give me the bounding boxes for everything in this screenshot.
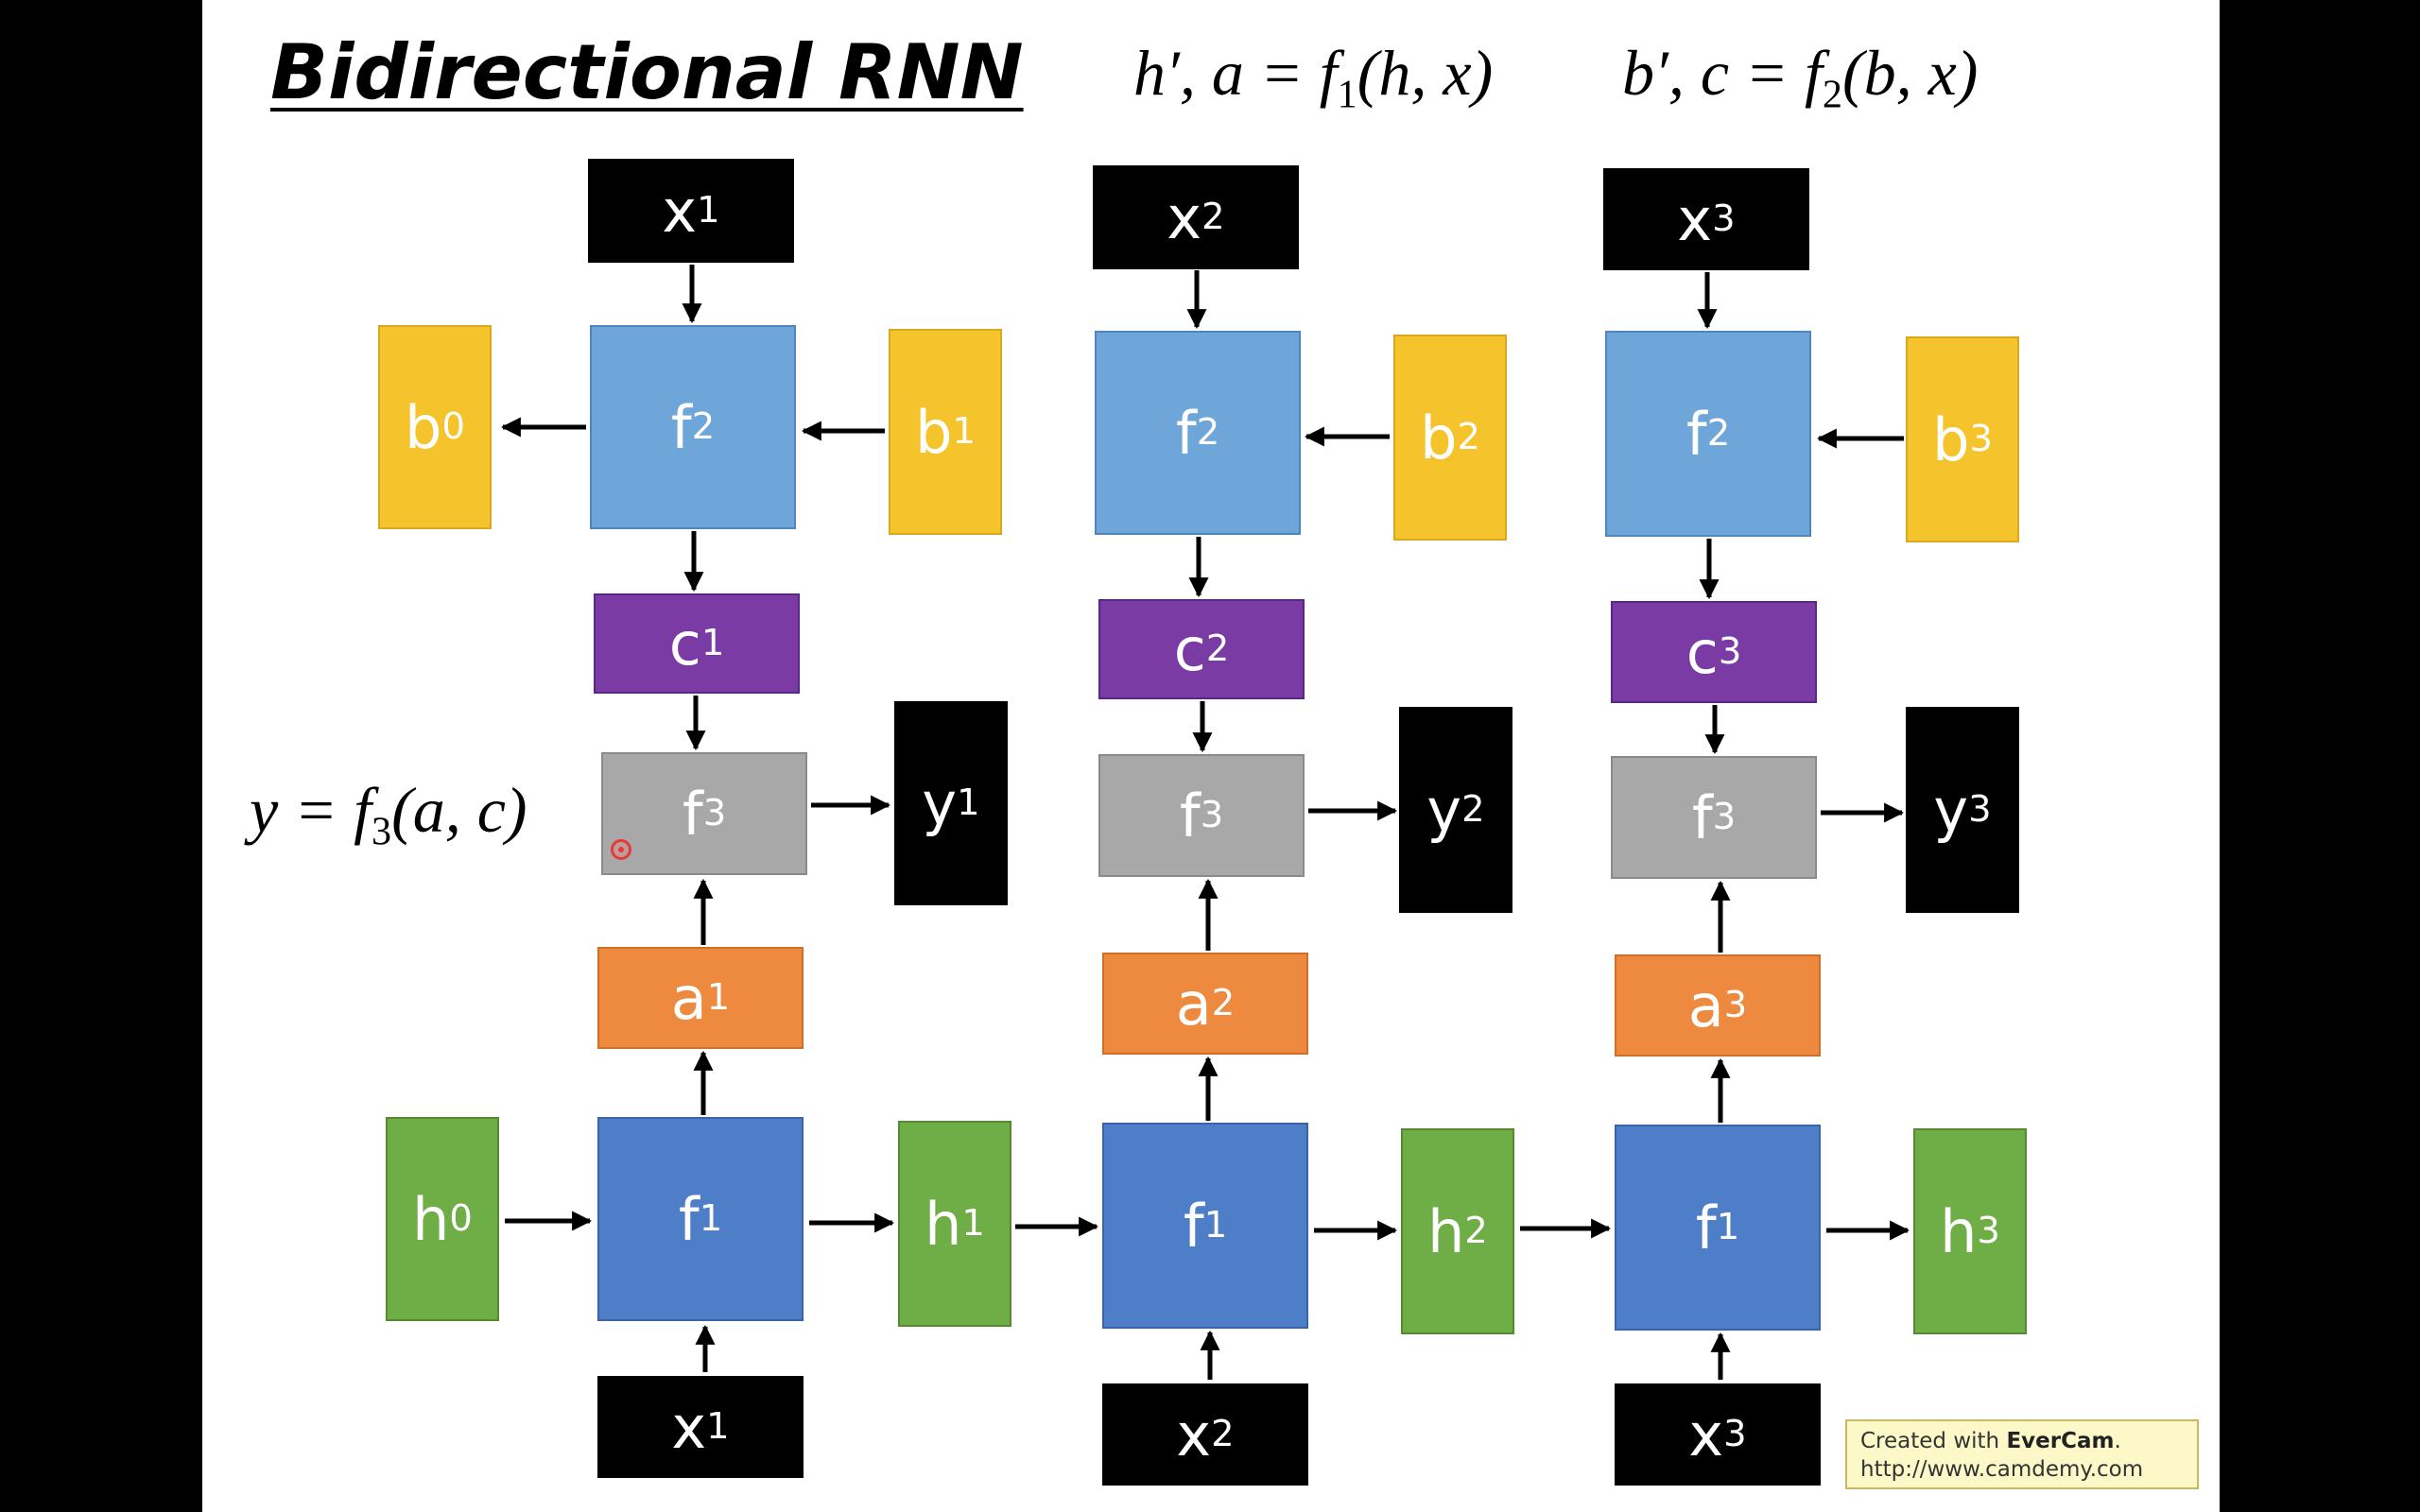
node-label: x	[671, 1392, 707, 1462]
node-label: y	[1933, 775, 1969, 845]
output-equation-lhs: y =	[250, 774, 354, 846]
backward-equation: b′, c = f2(b, x)	[1622, 36, 1978, 117]
forward-equation: h′, a = f1(h, x)	[1133, 36, 1493, 117]
slide-title: Bidirectional RNN	[270, 28, 1024, 116]
node-label: y	[922, 768, 958, 838]
node-label: b	[1932, 404, 1970, 474]
forward-equation-lhs: h′, a =	[1133, 37, 1320, 109]
node-label: x	[1176, 1400, 1212, 1469]
node-label: a	[1175, 969, 1212, 1039]
node-label: f	[1695, 1193, 1717, 1263]
node-label: f	[1175, 398, 1197, 468]
node-label: h	[412, 1184, 450, 1254]
output-equation-sub: 3	[371, 809, 392, 854]
watermark-url: http://www.camdemy.com	[1860, 1457, 2144, 1482]
output-equation: y = f3(a, c)	[250, 773, 527, 854]
backward-equation-args: (b, x)	[1841, 37, 1979, 109]
forward-equation-f: f	[1319, 37, 1338, 109]
node-label: f	[1183, 1191, 1204, 1261]
forward-equation-sub: 1	[1337, 72, 1357, 117]
node-label: x	[1688, 1400, 1724, 1469]
node-label: f	[1691, 782, 1713, 852]
node-label: f	[678, 1184, 700, 1254]
backward-equation-f: f	[1804, 37, 1823, 109]
node-label: c	[668, 609, 701, 679]
node-label: y	[1426, 775, 1462, 845]
mouse-cursor-indicator	[611, 839, 631, 860]
node-label: x	[662, 176, 698, 246]
node-label: a	[670, 963, 707, 1033]
watermark-suffix: .	[2114, 1429, 2121, 1453]
node-label: f	[670, 392, 692, 462]
forward-equation-args: (h, x)	[1357, 37, 1494, 109]
node-label: x	[1677, 184, 1713, 254]
output-equation-args: (a, c)	[391, 774, 527, 846]
watermark-brand: EverCam	[2006, 1429, 2115, 1453]
evercam-watermark: Created with EverCam. http://www.camdemy…	[1845, 1419, 2199, 1489]
node-label: b	[915, 397, 953, 467]
node-label: h	[1427, 1196, 1465, 1266]
node-label: c	[1173, 614, 1206, 684]
node-label: f	[1179, 781, 1201, 850]
node-label: h	[925, 1189, 962, 1259]
node-label: a	[1687, 971, 1724, 1040]
watermark-created-line: Created with EverCam.	[1860, 1427, 2184, 1455]
backward-equation-lhs: b′, c =	[1622, 37, 1805, 109]
node-label: h	[1940, 1196, 1978, 1266]
node-label: f	[682, 779, 703, 849]
node-label: b	[1420, 403, 1458, 472]
output-equation-f: f	[354, 774, 372, 846]
node-label: x	[1167, 182, 1202, 252]
node-label: b	[405, 392, 442, 462]
slide: Bidirectional RNN h′, a = f1(h, x) b′, c…	[202, 0, 2220, 1512]
backward-equation-sub: 2	[1822, 72, 1842, 117]
node-label: c	[1685, 617, 1719, 687]
node-label: f	[1685, 399, 1707, 469]
watermark-prefix: Created with	[1860, 1429, 2007, 1453]
